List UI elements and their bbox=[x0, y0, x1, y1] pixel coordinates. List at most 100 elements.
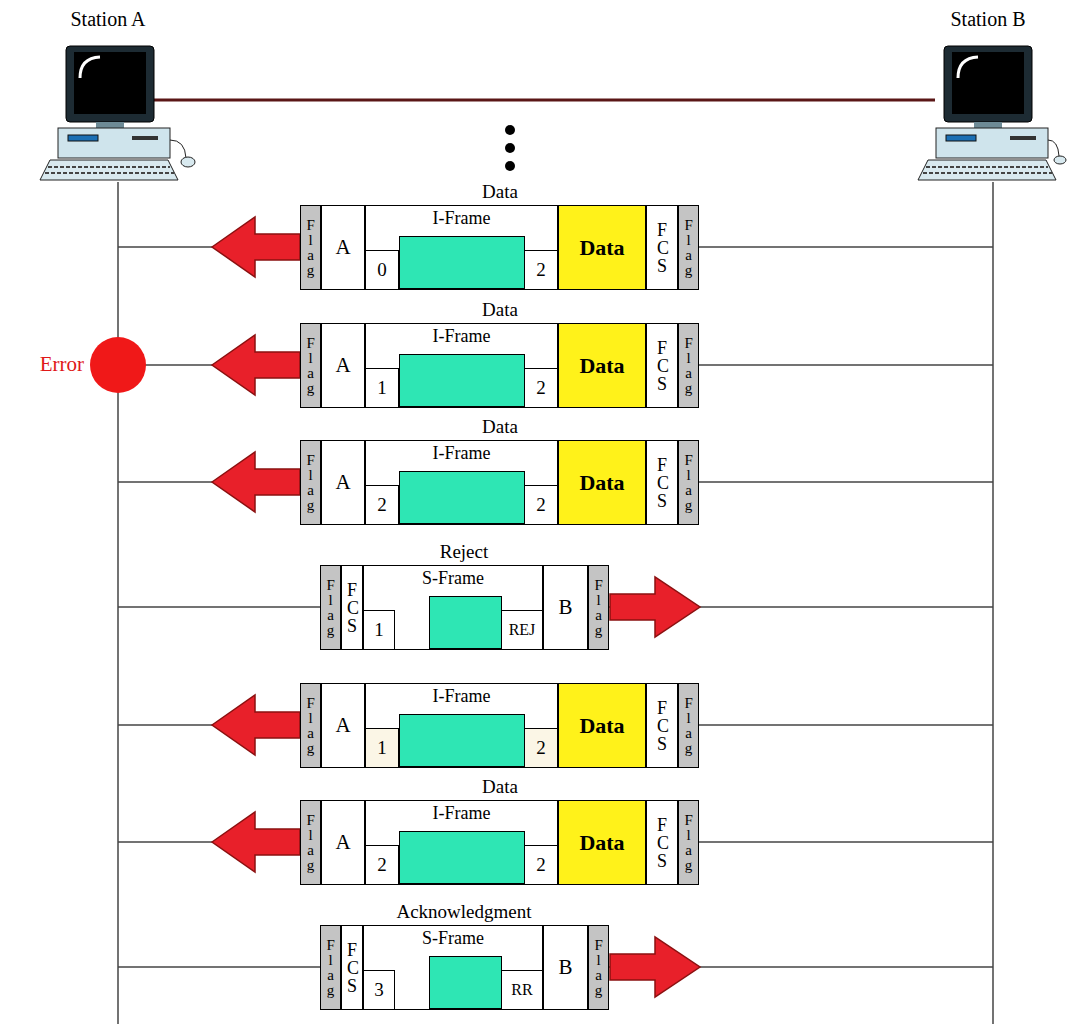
field-text: A bbox=[335, 714, 350, 736]
sequence-cell: 0 bbox=[365, 250, 399, 290]
field-text: FCS bbox=[657, 339, 667, 393]
flag-field: Flag bbox=[320, 565, 341, 650]
sequence-cell: RR bbox=[501, 970, 543, 1010]
field-bar bbox=[399, 354, 525, 407]
sequence-cell: 2 bbox=[365, 485, 399, 525]
data-field: Data bbox=[558, 683, 646, 768]
control-field: I-Frame 2 2 bbox=[365, 440, 558, 525]
sequence-cell: 2 bbox=[365, 845, 399, 885]
field-text: Flag bbox=[306, 696, 314, 756]
frame-heading: Acknowledgment bbox=[396, 902, 531, 923]
field-text: 2 bbox=[536, 495, 546, 515]
field-text: Flag bbox=[684, 453, 692, 513]
field-bar bbox=[399, 714, 525, 767]
fcs-field: FCS bbox=[646, 440, 678, 525]
field-text: 1 bbox=[377, 378, 387, 398]
field-text: Flag bbox=[326, 578, 334, 638]
control-field: I-Frame22 bbox=[365, 800, 558, 885]
address-field: A bbox=[321, 683, 365, 768]
dot bbox=[505, 125, 515, 135]
field-text: I-Frame bbox=[366, 444, 557, 463]
station-label: Station B bbox=[950, 8, 1025, 30]
sequence-cell: 2 bbox=[524, 485, 558, 525]
field-text: 3 bbox=[374, 980, 384, 1000]
field-bar bbox=[399, 471, 525, 524]
flag-field: Flag bbox=[300, 800, 321, 885]
station-label: Station A bbox=[70, 8, 145, 30]
field-text: I-Frame bbox=[366, 687, 557, 706]
sequence-cell: 1 bbox=[365, 368, 399, 408]
flag-field: Flag bbox=[300, 205, 321, 290]
control-field: I-Frame 1 2 bbox=[365, 683, 558, 768]
control-field: S-Frame1REJ bbox=[363, 565, 543, 650]
control-field: I-Frame12 bbox=[365, 323, 558, 408]
flag-field: Flag bbox=[678, 683, 699, 768]
data-field: Data bbox=[558, 440, 646, 525]
address-field: B bbox=[543, 925, 588, 1010]
field-text: Flag bbox=[684, 813, 692, 873]
sequence-cell: 2 bbox=[524, 368, 558, 408]
field-text: Flag bbox=[684, 696, 692, 756]
field-text: A bbox=[335, 236, 350, 258]
field-text: FCS bbox=[657, 456, 667, 510]
field-text: A bbox=[335, 471, 350, 493]
flag-field: Flag bbox=[588, 925, 609, 1010]
fcs-field: FCS bbox=[646, 323, 678, 408]
field-text: 1 bbox=[374, 620, 384, 640]
field-bar bbox=[429, 956, 502, 1009]
field-text: B bbox=[558, 596, 572, 618]
field-text: Data bbox=[579, 714, 624, 737]
dot bbox=[505, 143, 515, 153]
field-text: FCS bbox=[657, 221, 667, 275]
error-label: Error bbox=[40, 353, 84, 376]
field-text: A bbox=[335, 831, 350, 853]
sequence-cell: 1 bbox=[365, 728, 399, 768]
address-field: A bbox=[321, 205, 365, 290]
address-field: A bbox=[321, 440, 365, 525]
field-bar bbox=[429, 596, 502, 649]
field-text: Flag bbox=[326, 938, 334, 998]
flag-field: Flag bbox=[300, 323, 321, 408]
data-field: Data bbox=[558, 205, 646, 290]
fcs-field: FCS bbox=[646, 683, 678, 768]
field-text: Flag bbox=[306, 218, 314, 278]
field-text: 2 bbox=[377, 495, 387, 515]
field-text: FCS bbox=[657, 816, 667, 870]
timeline bbox=[117, 182, 119, 1024]
fcs-field: FCS bbox=[341, 565, 363, 650]
fcs-field: FCS bbox=[341, 925, 363, 1010]
control-field: S-Frame3RR bbox=[363, 925, 543, 1010]
frame-lines bbox=[118, 247, 993, 967]
control-field: I-Frame02 bbox=[365, 205, 558, 290]
field-text: FCS bbox=[347, 941, 357, 995]
frame-heading: Data bbox=[482, 300, 518, 321]
field-text: Flag bbox=[306, 453, 314, 513]
field-text: Flag bbox=[594, 938, 602, 998]
timeline bbox=[992, 182, 994, 1024]
frame-heading: Reject bbox=[440, 542, 489, 563]
field-text: Data bbox=[579, 831, 624, 854]
address-field: B bbox=[543, 565, 588, 650]
field-text: 2 bbox=[377, 855, 387, 875]
flag-field: Flag bbox=[678, 323, 699, 408]
data-field: Data bbox=[558, 800, 646, 885]
field-text: Data bbox=[579, 354, 624, 377]
error-marker bbox=[90, 337, 146, 393]
sequence-cell: 1 bbox=[363, 610, 395, 650]
sequence-cell: 2 bbox=[524, 728, 558, 768]
field-text: 0 bbox=[377, 260, 387, 280]
sequence-cell: 2 bbox=[524, 845, 558, 885]
field-text: A bbox=[335, 354, 350, 376]
frame-heading: Data bbox=[482, 417, 518, 438]
field-text: S-Frame bbox=[364, 569, 542, 588]
field-text: 2 bbox=[536, 378, 546, 398]
fcs-field: FCS bbox=[646, 800, 678, 885]
computer-icon bbox=[40, 46, 195, 180]
field-bar bbox=[399, 236, 525, 289]
flag-field: Flag bbox=[678, 440, 699, 525]
sequence-cell: 2 bbox=[524, 250, 558, 290]
field-text: FCS bbox=[657, 699, 667, 753]
field-text: Flag bbox=[594, 578, 602, 638]
field-text: Data bbox=[579, 471, 624, 494]
field-bar bbox=[399, 831, 525, 884]
